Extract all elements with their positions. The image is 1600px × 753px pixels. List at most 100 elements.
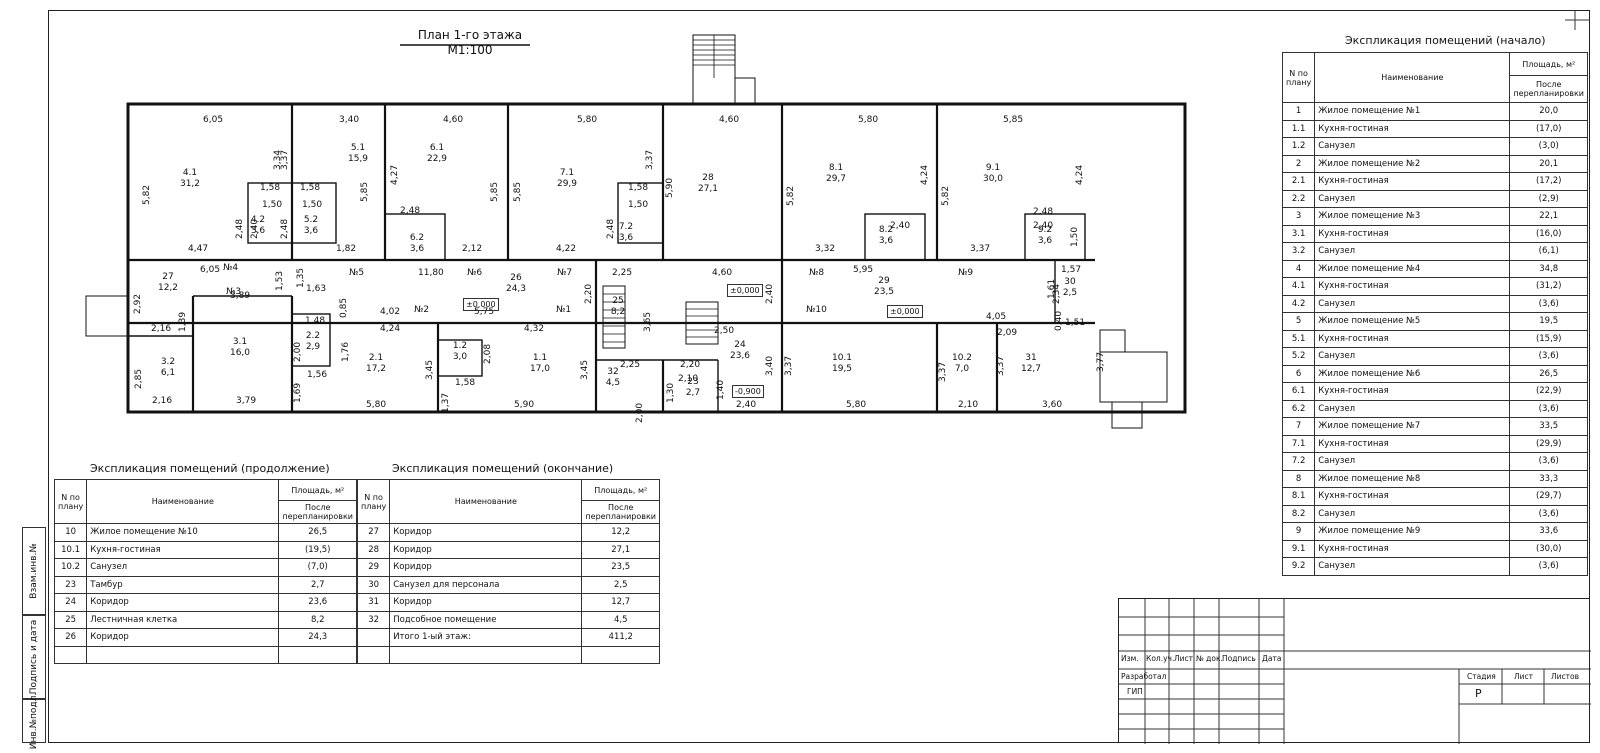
- row-number: 29: [356, 558, 391, 577]
- row-area: (3,6): [1509, 347, 1588, 366]
- tb-header-date: Дата: [1262, 654, 1282, 663]
- room-area: 29,7: [825, 174, 847, 184]
- row-number: 2: [1281, 154, 1316, 173]
- col-area-sub-header: После перепланировки: [1509, 75, 1588, 103]
- outer-walls: [126, 102, 1187, 414]
- tb-sheets-label: Листов: [1551, 672, 1580, 681]
- row-number: 7.2: [1281, 452, 1316, 471]
- col-area-header: Площадь, м²: [278, 479, 357, 501]
- dimension-label: 0,85: [339, 297, 349, 318]
- dimension-label: 11,80: [418, 268, 444, 278]
- dimension-label: 6,05: [203, 115, 224, 125]
- row-name: Жилое помещение №5: [1314, 312, 1511, 331]
- row-area: (31,2): [1509, 277, 1588, 296]
- row-name: Кухня-гостиная: [1314, 487, 1511, 506]
- row-area: 22,1: [1509, 207, 1588, 226]
- row-name: Жилое помещение №10: [86, 523, 280, 542]
- room-area: 17,2: [365, 364, 387, 374]
- row-number: 30: [356, 575, 391, 594]
- dimension-label: 2,16: [151, 324, 172, 334]
- tb-developed: Разработал: [1121, 672, 1167, 681]
- plan-title: План 1-го этажа М1:100: [400, 28, 540, 58]
- room-area: 17,0: [529, 364, 551, 374]
- row-area: 20,0: [1509, 102, 1588, 121]
- dimension-label: 5,75: [474, 307, 495, 317]
- row-number: [53, 645, 88, 664]
- room-area: 3,6: [303, 226, 319, 236]
- row-area: (3,0): [1509, 137, 1588, 156]
- row-area: (22,9): [1509, 382, 1588, 401]
- dimension-label: 3,37: [996, 355, 1006, 376]
- dimension-label: 3,65: [643, 311, 653, 332]
- room-number: 8.2: [878, 225, 894, 235]
- dimension-label: 2,48: [606, 218, 616, 239]
- row-number: 5: [1281, 312, 1316, 331]
- row-name: Санузел: [1314, 294, 1511, 313]
- room-area: 19,5: [831, 364, 853, 374]
- dimension-label: 3,45: [425, 359, 435, 380]
- row-name: Кухня-гостиная: [1314, 434, 1511, 453]
- dimension-label: 1,57: [1061, 265, 1082, 275]
- dimension-label: 4,24: [920, 164, 930, 185]
- row-number: 4.1: [1281, 277, 1316, 296]
- row-name: Тамбур: [86, 575, 280, 594]
- row-name: Санузел: [1314, 347, 1511, 366]
- row-area: (3,6): [1509, 504, 1588, 523]
- room-number: 3.2: [160, 357, 176, 367]
- row-name: [389, 645, 583, 664]
- dimension-label: 1,48: [305, 316, 326, 326]
- row-area: (29,9): [1509, 434, 1588, 453]
- dimension-label: 2,40: [250, 218, 260, 239]
- dimension-label: 4,32: [524, 324, 545, 334]
- row-area: (2,9): [1509, 189, 1588, 208]
- dimension-label: 3,37: [645, 149, 655, 170]
- table-end-title: Экспликация помещений (окончание): [392, 462, 614, 475]
- row-number: 8.2: [1281, 504, 1316, 523]
- room-area: 3,6: [618, 233, 634, 243]
- row-name: Жилое помещение №1: [1314, 102, 1511, 121]
- row-number: 10: [53, 523, 88, 542]
- dimension-label: 4,60: [719, 115, 740, 125]
- dimension-label: 3,34: [273, 149, 283, 170]
- dimension-label: 3,32: [815, 244, 836, 254]
- row-name: Подсобное помещение: [389, 610, 583, 629]
- dimension-label: 1,82: [336, 244, 357, 254]
- row-name: [86, 645, 280, 664]
- row-name: Кухня-гостиная: [86, 540, 280, 559]
- plan-mark: ±0,000: [463, 298, 499, 311]
- room-area: 30,0: [982, 174, 1004, 184]
- plan-mark: №7: [557, 268, 573, 278]
- dimension-label: 1,30: [666, 382, 676, 403]
- row-name: Итого 1-ый этаж:: [389, 628, 583, 647]
- room-number: 7.2: [618, 222, 634, 232]
- row-name: Жилое помещение №2: [1314, 154, 1511, 173]
- row-area: (7,0): [278, 558, 357, 577]
- tb-gip: ГИП: [1127, 687, 1143, 696]
- room-area: 12,7: [1020, 364, 1042, 374]
- dimension-label: 5,82: [941, 185, 951, 206]
- room-area: 22,9: [426, 154, 448, 164]
- dimension-label: 2,25: [620, 360, 641, 370]
- row-name: Санузел: [1314, 242, 1511, 261]
- row-area: 27,1: [581, 540, 660, 559]
- dimension-label: 0,40: [1054, 310, 1064, 331]
- dimension-label: 5,85: [490, 181, 500, 202]
- row-number: 9: [1281, 522, 1316, 541]
- room-area: 27,1: [697, 184, 719, 194]
- room-area: 24,3: [505, 284, 527, 294]
